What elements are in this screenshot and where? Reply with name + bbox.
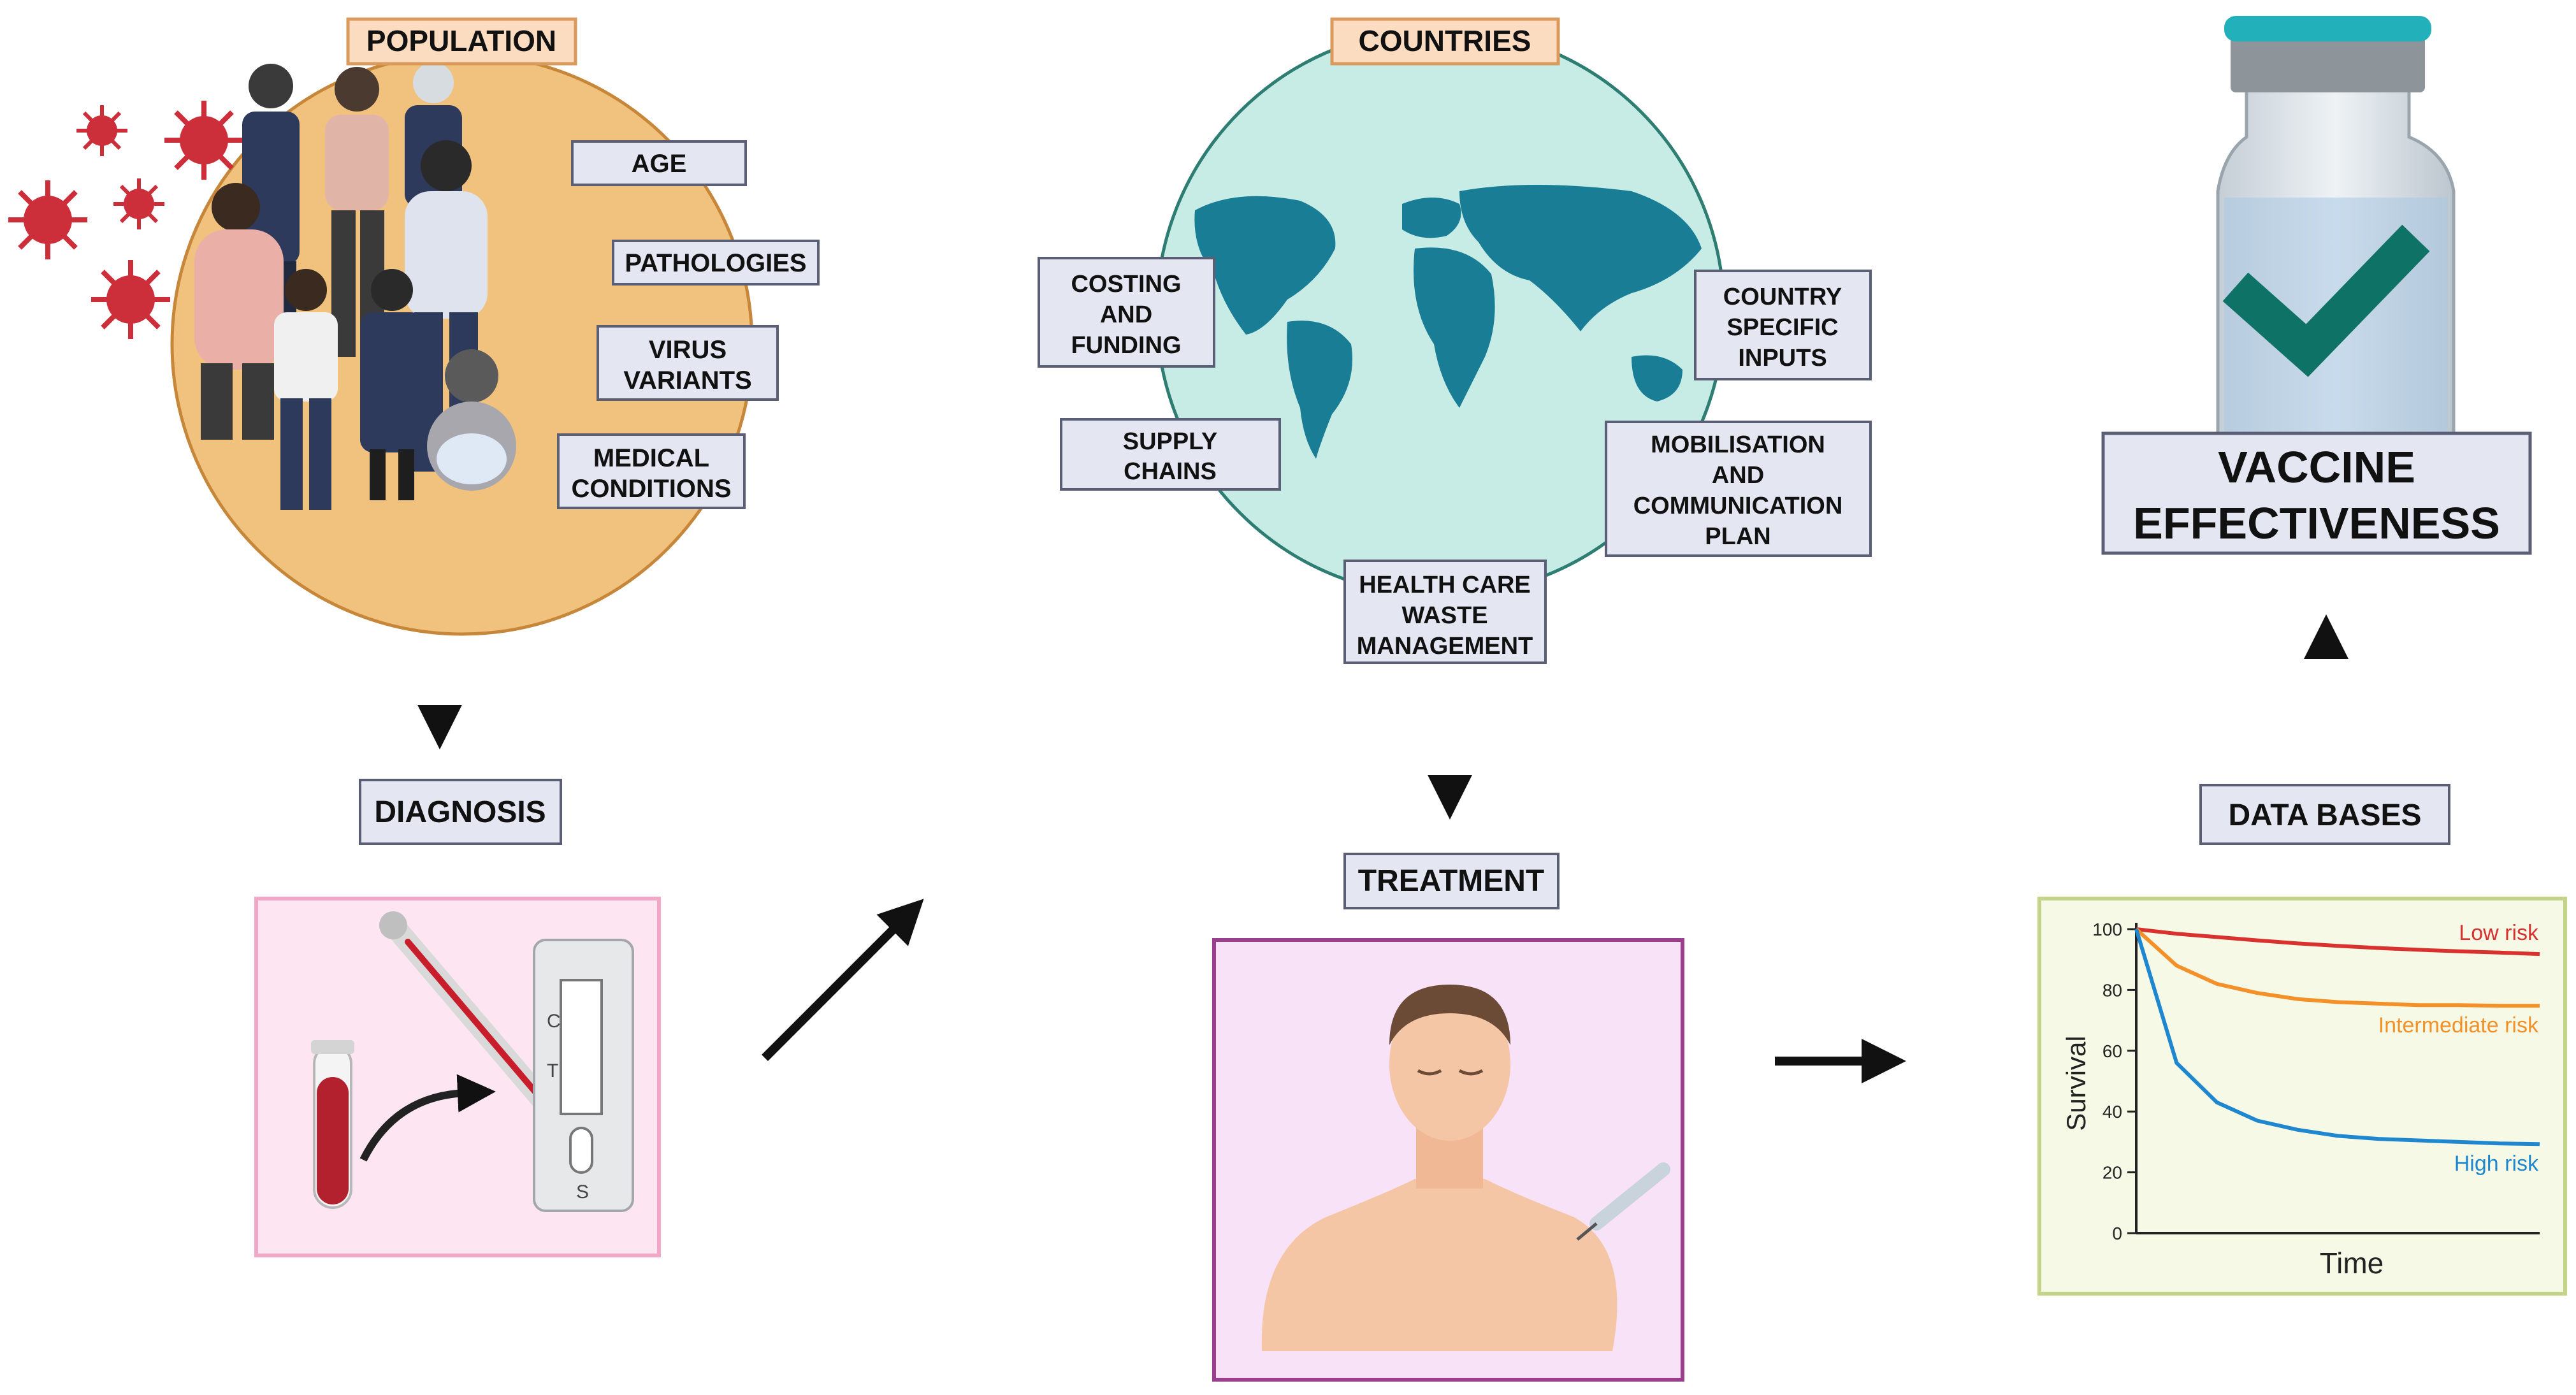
test-cassette-icon: C T S	[533, 939, 634, 1212]
factor-waste-line1: HEALTH CARE	[1359, 572, 1531, 598]
person-figure	[360, 269, 424, 500]
vaccine-effectiveness-label: VACCINE EFFECTIVENESS	[2101, 431, 2532, 555]
population-section: POPULATION AGE PATHOLOGIES VIRUS VARIANT…	[8, 17, 820, 636]
factor-medical-conditions-line1: MEDICAL	[593, 444, 709, 472]
factor-pathologies-text: PATHOLOGIES	[625, 249, 806, 277]
factor-mobilisation-line1: MOBILISATION	[1651, 431, 1825, 458]
virus-icon	[164, 101, 243, 180]
syringe-icon	[1576, 1162, 1670, 1241]
vaccine-effectiveness-line2: EFFECTIVENESS	[2133, 498, 2500, 548]
virus-icons	[8, 101, 256, 339]
virus-icon	[76, 105, 127, 156]
factor-country-specific-inputs: COUNTRY SPECIFIC INPUTS	[1694, 270, 1872, 380]
chart-y-tick-label: 60	[2102, 1041, 2122, 1061]
check-icon	[2222, 224, 2430, 377]
chart-xlabel: Time	[2320, 1247, 2384, 1280]
chart-series-line	[2136, 927, 2540, 957]
factor-supply-line1: SUPPLY	[1123, 428, 1218, 455]
countries-title: COUNTRIES	[1330, 17, 1560, 66]
people-group	[194, 62, 516, 510]
person-figure	[274, 269, 338, 510]
chart-series-line	[2134, 927, 2540, 1008]
chart-ylabel: Survival	[2061, 1036, 2091, 1131]
factor-health-care-waste: HEALTH CARE WASTE MANAGEMENT	[1343, 560, 1547, 664]
chart-y-tick-label: 80	[2102, 980, 2122, 1000]
chart-y-tick-label: 40	[2102, 1102, 2122, 1122]
patient-figure	[1261, 985, 1617, 1351]
chart-y-tick-label: 20	[2102, 1163, 2122, 1183]
chart-panel	[2037, 897, 2567, 1296]
factor-costing-line1: COSTING	[1071, 271, 1181, 298]
factor-age-text: AGE	[632, 150, 687, 178]
factor-country-line2: SPECIFIC	[1726, 314, 1838, 341]
factor-waste-line2: WASTE	[1401, 602, 1487, 629]
factor-country-line1: COUNTRY	[1723, 284, 1842, 310]
factor-supply-line2: CHAINS	[1124, 458, 1217, 485]
virus-icon	[113, 178, 164, 229]
factor-costing-line3: FUNDING	[1071, 332, 1181, 359]
factor-waste-line3: MANAGEMENT	[1357, 633, 1533, 660]
countries-section: COUNTRIES COSTING AND FUNDING SUPPLY CHA…	[1038, 17, 1872, 664]
factor-costing-line2: AND	[1100, 301, 1152, 328]
factor-age: AGE	[571, 140, 747, 186]
factor-supply-chains: SUPPLY CHAINS	[1060, 418, 1281, 491]
world-map-icon	[1194, 185, 1702, 459]
factor-virus-variants-line2: VARIANTS	[623, 366, 751, 394]
person-figure	[194, 183, 284, 440]
virus-icon	[91, 260, 170, 339]
factor-pathologies: PATHOLOGIES	[612, 240, 820, 286]
factor-costing-funding: COSTING AND FUNDING	[1038, 257, 1215, 368]
factor-virus-variants-line1: VIRUS	[649, 336, 727, 364]
treatment-label-text: TREATMENT	[1358, 864, 1544, 898]
factor-mobilisation-line3: COMMUNICATION	[1633, 493, 1843, 519]
population-title-text: POPULATION	[366, 24, 556, 57]
chart-series-line	[2134, 929, 2540, 1146]
factor-country-line3: INPUTS	[1738, 345, 1827, 372]
test-t-letter: T	[547, 1060, 558, 1081]
factor-virus-variants: VIRUS VARIANTS	[597, 325, 779, 401]
person-figure	[427, 349, 516, 491]
treatment-panel	[1212, 938, 1684, 1382]
curved-arrow-icon	[359, 1074, 496, 1162]
test-s-letter: S	[576, 1182, 589, 1203]
factor-mobilisation-line4: PLAN	[1705, 523, 1770, 550]
data-bases-label-text: DATA BASES	[2228, 799, 2421, 832]
diagnosis-panel: C T S	[254, 897, 661, 1257]
factor-mobilisation-plan: MOBILISATION AND COMMUNICATION PLAN	[1605, 421, 1872, 557]
chart-series-label: Intermediate risk	[2378, 1013, 2539, 1037]
factor-mobilisation-line2: AND	[1712, 462, 1764, 489]
test-c-letter: C	[547, 1011, 561, 1032]
chart-series-label: Low risk	[2459, 921, 2539, 945]
chart-series-label: High risk	[2454, 1152, 2539, 1176]
vaccine-vial-icon	[2216, 16, 2456, 448]
vaccine-effectiveness-line1: VACCINE	[2218, 442, 2415, 492]
data-bases-label: DATA BASES	[2199, 784, 2450, 845]
virus-icon	[8, 180, 87, 259]
treatment-label: TREATMENT	[1343, 853, 1559, 909]
diagnosis-label: DIAGNOSIS	[359, 779, 562, 845]
arrow-diagnosis-to-countries	[762, 899, 924, 1061]
blood-tube-icon	[311, 1040, 354, 1209]
population-title: POPULATION	[346, 17, 577, 66]
chart-y-tick-label: 100	[2092, 920, 2122, 939]
factor-medical-conditions-line2: CONDITIONS	[571, 475, 731, 503]
countries-title-text: COUNTRIES	[1359, 24, 1531, 57]
chart-y-tick-label: 0	[2112, 1224, 2122, 1243]
factor-medical-conditions: MEDICAL CONDITIONS	[557, 433, 746, 509]
diagnosis-label-text: DIAGNOSIS	[374, 795, 546, 829]
